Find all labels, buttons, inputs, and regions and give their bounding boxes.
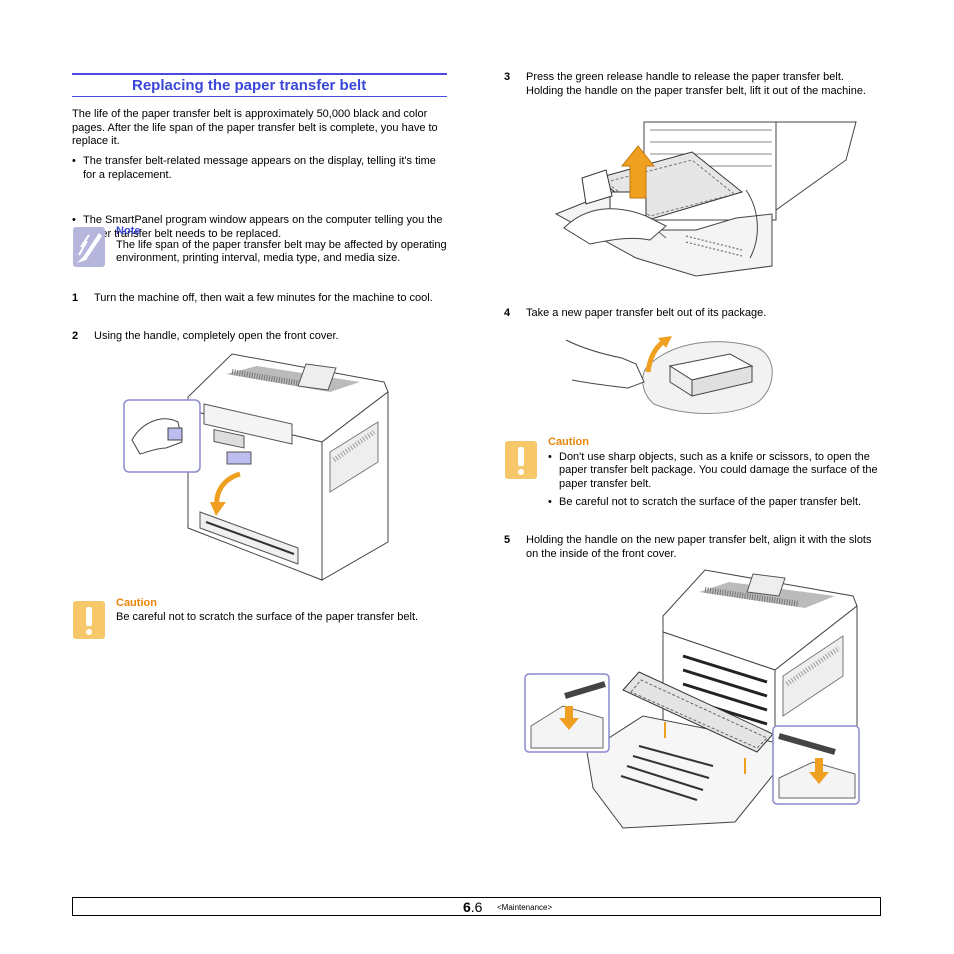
- step-number: 4: [504, 307, 511, 319]
- step-4: 4 Take a new paper transfer belt out of …: [504, 307, 874, 321]
- bullet-dot: •: [548, 450, 552, 463]
- step-text: Using the handle, completely open the fr…: [94, 330, 339, 342]
- bullet-text: Be careful not to scratch the surface of…: [559, 496, 862, 508]
- caution-bullet-1: • Don't use sharp objects, such as a kni…: [548, 451, 878, 492]
- note-pencil-icon: [73, 227, 105, 267]
- note-block: Note The life span of the paper transfer…: [116, 225, 451, 266]
- caution-exclamation-icon: [73, 601, 105, 639]
- step-number: 2: [72, 330, 79, 342]
- bullet-dot: •: [72, 214, 76, 226]
- chapter-label: <Maintenance>: [497, 903, 553, 912]
- caution-title: Caution: [116, 597, 157, 609]
- note-text: The life span of the paper transfer belt…: [116, 238, 447, 265]
- caution-title: Caution: [548, 436, 589, 448]
- new-belt-package-illustration: [565, 336, 773, 414]
- step-text: Turn the machine off, then wait a few mi…: [94, 292, 433, 304]
- page-number-minor: .6: [470, 899, 483, 915]
- step-number: 3: [504, 71, 511, 83]
- step-text: Take a new paper transfer belt out of it…: [526, 307, 767, 319]
- bullet-dot: •: [72, 155, 76, 167]
- lift-belt-illustration: [554, 121, 857, 277]
- caution-bullet-2: • Be careful not to scratch the surface …: [548, 496, 878, 510]
- step-number: 5: [504, 534, 511, 546]
- note-title: Note: [116, 225, 141, 237]
- bullet-item-2: • The SmartPanel program window appears …: [72, 214, 457, 241]
- page-footer: 6.6 <Maintenance>: [72, 897, 881, 916]
- bullet-text: The SmartPanel program window appears on…: [83, 214, 443, 240]
- caution-block-2: Caution • Don't use sharp objects, such …: [548, 436, 878, 510]
- page-number: 6.6: [463, 899, 482, 915]
- caution-block-1: Caution Be careful not to scratch the su…: [116, 597, 451, 624]
- section-title-text: Replacing the paper transfer belt: [132, 77, 367, 94]
- caution-text: Be careful not to scratch the surface of…: [116, 610, 419, 623]
- step-number: 1: [72, 292, 79, 304]
- step-text: Press the green release handle to releas…: [526, 71, 866, 97]
- bullet-text: Don't use sharp objects, such as a knife…: [559, 450, 878, 490]
- step-5: 5 Holding the handle on the new paper tr…: [504, 534, 874, 562]
- intro-paragraph: The life of the paper transfer belt is a…: [72, 108, 438, 147]
- bullet-item-1: • The transfer belt-related message appe…: [72, 155, 450, 182]
- bullet-dot: •: [548, 496, 552, 508]
- step-1: 1 Turn the machine off, then wait a few …: [72, 292, 442, 320]
- step-text: Holding the handle on the new paper tran…: [526, 534, 872, 560]
- caution-exclamation-icon: [505, 441, 537, 479]
- insert-belt-illustration: [524, 569, 860, 829]
- section-title: Replacing the paper transfer belt: [72, 73, 447, 97]
- page-number-major: 6: [463, 899, 471, 915]
- step-3: 3 Press the green release handle to rele…: [504, 71, 874, 113]
- step-2: 2 Using the handle, completely open the …: [72, 330, 442, 344]
- bullet-text: The transfer belt-related message appear…: [83, 155, 436, 181]
- printer-open-cover-illustration: [123, 353, 389, 581]
